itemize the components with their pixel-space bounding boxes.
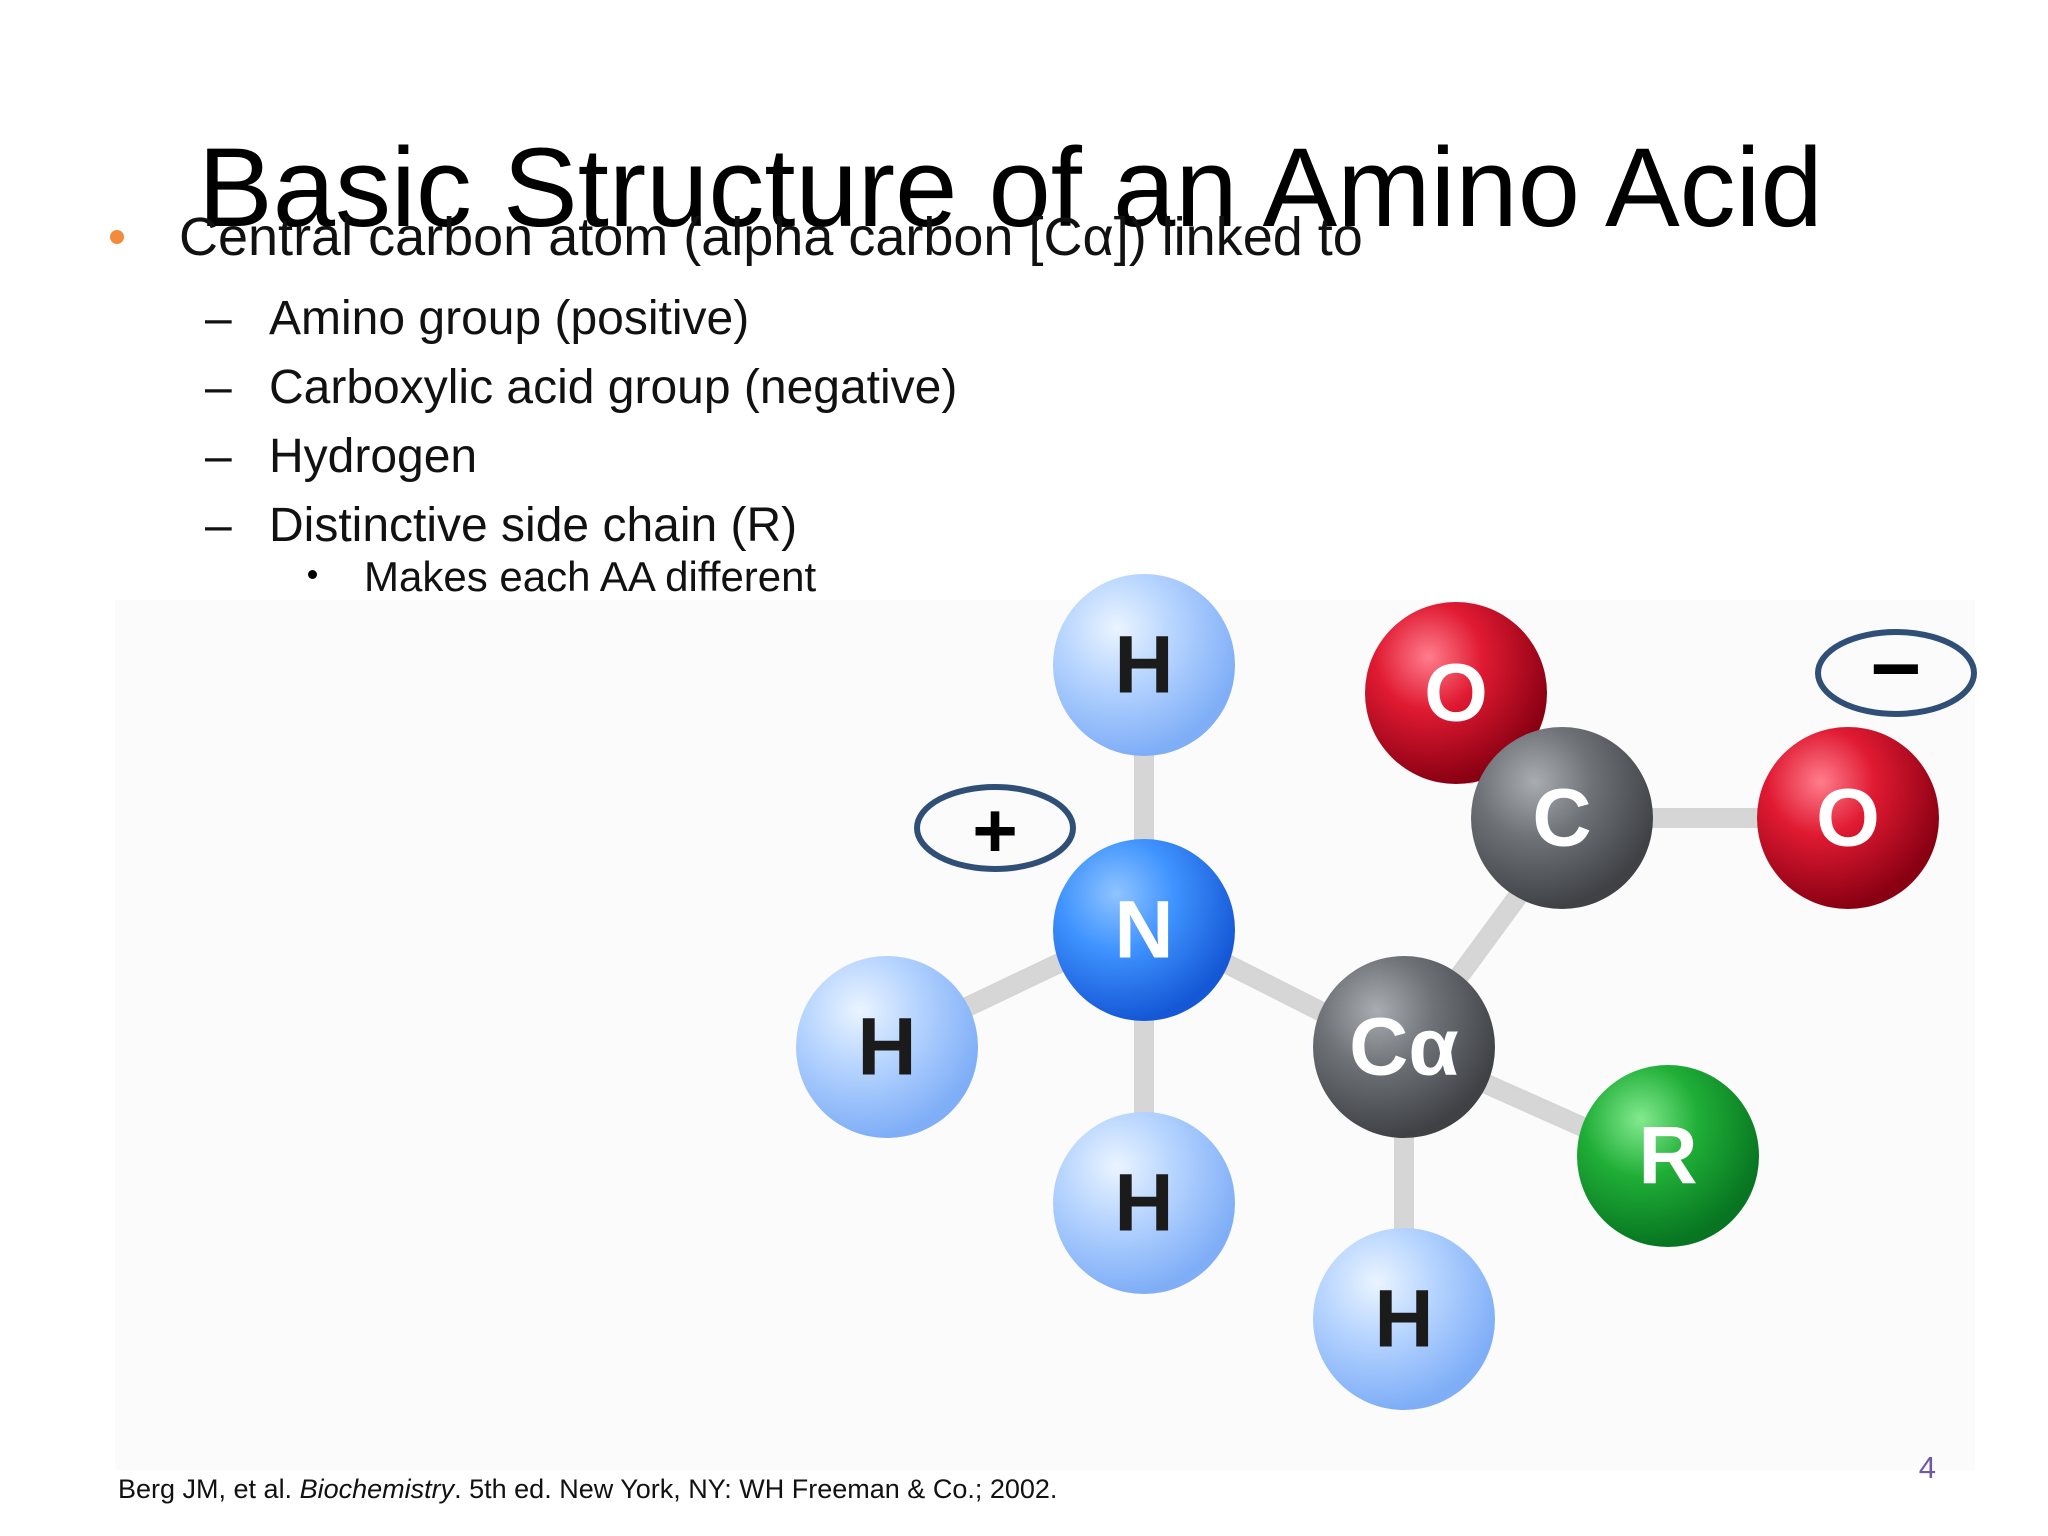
bond-n-c-alpha — [1216, 955, 1335, 1022]
atom-n-label: N — [1114, 885, 1173, 976]
atom-h-bottom-c-label: H — [1374, 1274, 1433, 1365]
citation-prefix: Berg JM, et al. — [118, 1474, 300, 1504]
molecule-figure-background — [115, 600, 1975, 1470]
atom-c-alpha-label: Cα — [1349, 1002, 1459, 1093]
atom-o-right: O — [1757, 727, 1939, 909]
citation-title: Biochemistry — [299, 1474, 455, 1504]
positive-charge-symbol: + — [972, 786, 1018, 874]
atom-o-top: O — [1365, 602, 1547, 784]
atom-h-left: H — [796, 956, 978, 1138]
citation-suffix: . 5th ed. New York, NY: WH Freeman & Co.… — [454, 1474, 1058, 1504]
positive-charge-ellipse — [914, 784, 1076, 872]
negative-charge-ellipse — [1815, 629, 1977, 717]
atom-h-bottom-n: H — [1053, 1112, 1235, 1294]
atom-h-top: H — [1053, 574, 1235, 756]
negative-charge-symbol: − — [1870, 619, 1921, 718]
atom-c-carboxyl-label: C — [1532, 773, 1591, 864]
bond-h-left-n — [958, 951, 1077, 1015]
atom-c-carboxyl: C — [1471, 727, 1653, 909]
atom-r-label: R — [1638, 1111, 1697, 1202]
bond-c-alpha-c — [1448, 881, 1531, 989]
molecule-atoms: H O C O N H — [796, 574, 1939, 1410]
citation: Berg JM, et al. Biochemistry. 5th ed. Ne… — [118, 1476, 1057, 1503]
atom-h-left-label: H — [857, 1002, 916, 1093]
atom-h-bottom-n-label: H — [1114, 1158, 1173, 1249]
atom-n: N — [1053, 839, 1235, 1021]
atom-c-alpha: Cα — [1313, 956, 1495, 1138]
slide-title: Basic Structure of an Amino Acid — [198, 125, 1823, 250]
atom-o-top-label: O — [1424, 648, 1488, 739]
charge-annotations: + − — [914, 619, 1977, 874]
atom-h-bottom-c: H — [1313, 1228, 1495, 1410]
atom-o-right-label: O — [1816, 773, 1880, 864]
page-number: 4 — [1918, 1450, 1936, 1485]
atom-r: R — [1577, 1065, 1759, 1247]
atom-h-top-label: H — [1114, 620, 1173, 711]
